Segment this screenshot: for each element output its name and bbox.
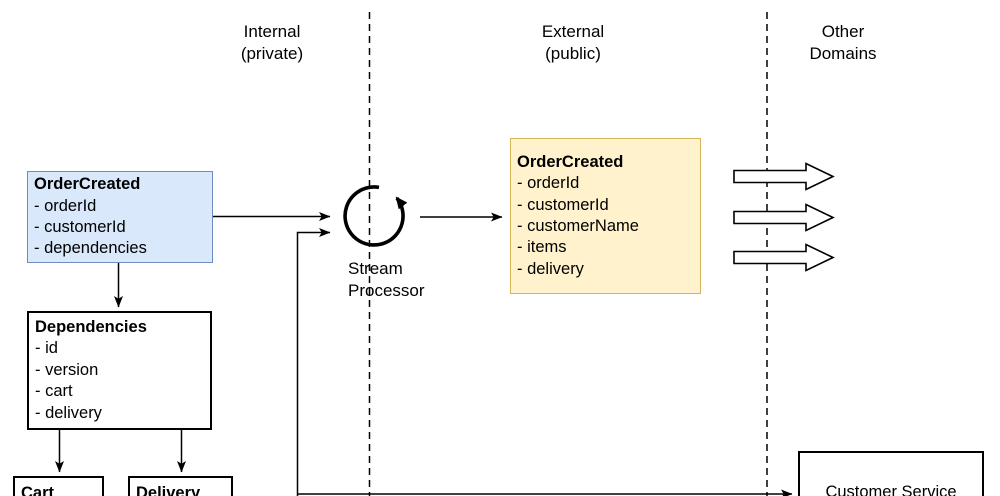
external-ordercreated-field: - items bbox=[517, 238, 567, 257]
external-ordercreated-event-box: OrderCreated - orderId - customerId - cu… bbox=[510, 138, 701, 294]
delivery-title: Delivery bbox=[136, 484, 201, 496]
cart-box: Cart bbox=[13, 476, 104, 496]
internal-lane-label-line2: (private) bbox=[240, 43, 304, 63]
outbound-block-arrow-3 bbox=[733, 243, 835, 272]
external-lane-label-line1: External bbox=[541, 22, 605, 41]
external-ordercreated-field: - delivery bbox=[517, 259, 584, 278]
dependencies-title: Dependencies bbox=[35, 317, 147, 336]
internal-lane-label: Internal (private) bbox=[197, 21, 347, 64]
external-lane-label: External (public) bbox=[498, 21, 648, 64]
internal-ordercreated-title: OrderCreated bbox=[34, 175, 141, 194]
internal-lane-label-line1: Internal bbox=[243, 22, 301, 41]
stream-processor-label-line1: Stream bbox=[348, 259, 403, 278]
other-domains-lane-label-line2: Domains bbox=[809, 43, 877, 63]
stream-processor-label: Stream Processor bbox=[348, 258, 468, 301]
external-ordercreated-field: - customerName bbox=[517, 217, 639, 235]
other-domains-lane-label-line1: Other bbox=[821, 22, 865, 41]
internal-ordercreated-event-box: OrderCreated - orderId - customerId - de… bbox=[27, 171, 213, 263]
dependencies-field: - id bbox=[35, 339, 58, 358]
delivery-box: Delivery bbox=[128, 476, 233, 496]
external-ordercreated-field: - customerId bbox=[517, 195, 609, 214]
internal-ordercreated-field: - orderId bbox=[34, 196, 97, 215]
circular-arrow-icon bbox=[343, 185, 408, 247]
stream-processor-label-line2: Processor bbox=[348, 280, 425, 300]
external-lane-label-line2: (public) bbox=[545, 43, 601, 63]
outbound-block-arrow-2 bbox=[733, 203, 835, 232]
dependencies-field: - delivery bbox=[35, 403, 102, 422]
dependencies-box: Dependencies - id - version - cart - del… bbox=[27, 311, 212, 430]
cart-title: Cart bbox=[21, 484, 55, 496]
customer-service-title: Customer Service bbox=[825, 483, 957, 496]
other-domains-lane-label: Other Domains bbox=[783, 21, 903, 64]
dependencies-field: - cart bbox=[35, 382, 73, 401]
outbound-block-arrow-1 bbox=[733, 162, 835, 191]
arrow-bottom-source-to-processor bbox=[296, 228, 331, 496]
dependencies-field: - version bbox=[35, 360, 99, 379]
internal-ordercreated-field: - dependencies bbox=[34, 239, 147, 258]
internal-ordercreated-field: - customerId bbox=[34, 218, 126, 236]
customer-service-box: Customer Service bbox=[798, 451, 984, 496]
external-ordercreated-title: OrderCreated bbox=[517, 152, 624, 171]
external-ordercreated-field: - orderId bbox=[517, 174, 580, 193]
